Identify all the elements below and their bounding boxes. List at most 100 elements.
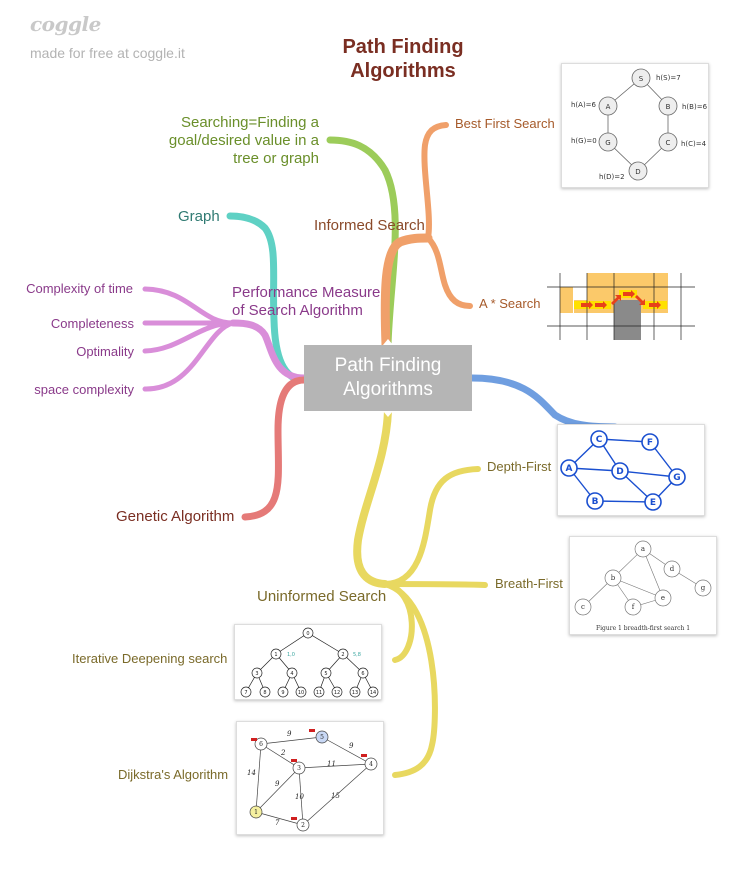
image-a-star-grid[interactable] [547,273,695,340]
node-completeness[interactable]: Completeness [50,316,134,331]
node-best-first-search[interactable]: Best First Search [455,116,555,131]
node-label: 2 [301,822,305,829]
node-performance-measure[interactable]: Performance Measure of Search Algorithm [232,284,380,320]
node-iterative-deepening[interactable]: Iterative Deepening search [72,651,228,666]
coggle-tagline[interactable]: made for free at coggle.it [30,45,185,61]
graph-label: B [592,497,599,507]
diagram-title: Path Finding Algorithms [303,35,503,83]
graph-label: a [641,545,645,553]
tree-label: C [666,139,671,147]
branch-a-star [425,235,473,309]
node-label: 1 [254,809,258,816]
connector-bottom [383,411,393,417]
central-node[interactable]: Path Finding Algorithms [304,345,472,411]
node-dijkstra[interactable]: Dijkstra's Algorithm [118,767,229,782]
tree-node-label: 10 [298,690,304,696]
edge-weight: 7 [275,819,280,827]
branch-searching [326,136,399,349]
branch-informed [380,233,433,350]
heuristic-label: h(S)=7 [656,74,681,82]
node-label: 5 [320,734,324,741]
branch-depth-image [468,374,619,431]
performance-line-1: Performance Measure [232,284,381,301]
tree-node-label: 6 [361,671,364,677]
searching-line-3: tree or graph [233,150,319,167]
branch-uninformed [353,407,392,588]
node-graph[interactable]: Graph [178,208,220,225]
tree-node-label: 14 [370,690,376,696]
tree-node-d [628,161,648,181]
node-label: 3 [297,765,301,772]
searching-line-2: goal/desired value in a [168,132,319,149]
graph-label: G [673,473,680,483]
breadth-caption: Figure 1 breadth-first search 1 [596,625,690,632]
graph-label: c [581,603,585,611]
edge-label: 1,0 [287,652,295,658]
node-optimality[interactable]: Optimality [76,344,134,359]
heuristic-label: h(C)=4 [681,140,707,148]
tree-label: D [635,168,640,176]
coggle-logo[interactable]: coggle [30,12,101,36]
node-complexity-of-time[interactable]: Complexity of time [26,281,133,296]
tree-node-label: 4 [290,671,293,677]
heuristic-label: h(D)=2 [599,173,625,181]
connector-top [383,339,393,345]
graph-label: E [650,498,656,508]
tree-node-label: 5 [324,671,327,677]
tree-node-label: 9 [281,690,284,696]
image-iterative-deepening-tree[interactable]: 0 1 2 3 4 5 6 7 8 9 10 11 12 13 14 1,0 5… [234,624,382,700]
tree-node-a [598,96,618,116]
branch-depth-first [382,466,481,587]
performance-line-2: of Search Algorithm [232,302,363,319]
edge-weight: 15 [331,792,340,800]
tree-node-label: 12 [334,690,340,696]
tree-node-g [598,132,618,152]
graph-label: D [616,467,623,477]
graph-label: d [670,565,675,573]
branch-best-first [421,122,449,241]
graph-label: C [596,435,603,445]
node-label: 4 [369,761,373,768]
tree-node-b [658,96,678,116]
tree-label: A [606,103,611,111]
node-uninformed-search[interactable]: Uninformed Search [257,588,387,605]
node-space-complexity[interactable]: space complexity [34,382,134,397]
node-searching-definition[interactable]: Searching=Finding a goal/desired value i… [150,114,319,168]
graph-label: g [701,584,706,592]
edge-weight: 2 [280,749,286,757]
edge-weight: 9 [287,730,292,738]
edge-label: 5,8 [353,652,361,658]
image-best-first-tree[interactable]: S A B G C D h(S)=7 h(A)=6 h(B)=6 h(G)=0 … [561,63,709,188]
branch-perf-optimality [142,320,236,354]
tree-node-label: 7 [244,690,247,696]
graph-label: A [566,464,573,474]
node-label: 6 [259,741,263,748]
image-depth-first-graph[interactable]: C F A D G B E [557,424,705,516]
tree-node-label: 1 [274,652,277,658]
node-breath-first[interactable]: Breath-First [495,576,563,591]
graph-label: b [611,574,616,582]
tree-node-label: 11 [316,690,322,696]
branch-perf-space [142,320,236,392]
graph-label: f [632,603,636,611]
image-dijkstra-graph[interactable]: 6 5 3 4 1 2 9 2 9 11 14 9 10 15 7 [236,721,384,835]
edge-weight: 9 [275,780,280,788]
title-line-2: Algorithms [350,60,456,82]
branch-performance [229,319,308,382]
searching-line-1: Searching=Finding a [180,114,319,131]
heuristic-label: h(G)=0 [571,137,597,145]
edge-weight: 11 [327,760,336,768]
tree-label: S [639,75,644,83]
branch-genetic [241,376,308,521]
node-depth-first[interactable]: Depth-First [487,459,552,474]
node-a-star-search[interactable]: A * Search [479,296,541,311]
tree-node-label: 0 [306,631,309,637]
central-line-2: Algorithms [343,379,433,400]
node-informed-search[interactable]: Informed Search [314,217,425,234]
node-genetic-algorithm[interactable]: Genetic Algorithm [116,508,235,525]
tree-node-label: 3 [255,671,258,677]
edge-weight: 14 [247,769,256,777]
image-breadth-first-graph[interactable]: a b d g e f c Figure 1 breadth-first sea… [569,536,717,635]
tree-label: G [605,139,610,147]
